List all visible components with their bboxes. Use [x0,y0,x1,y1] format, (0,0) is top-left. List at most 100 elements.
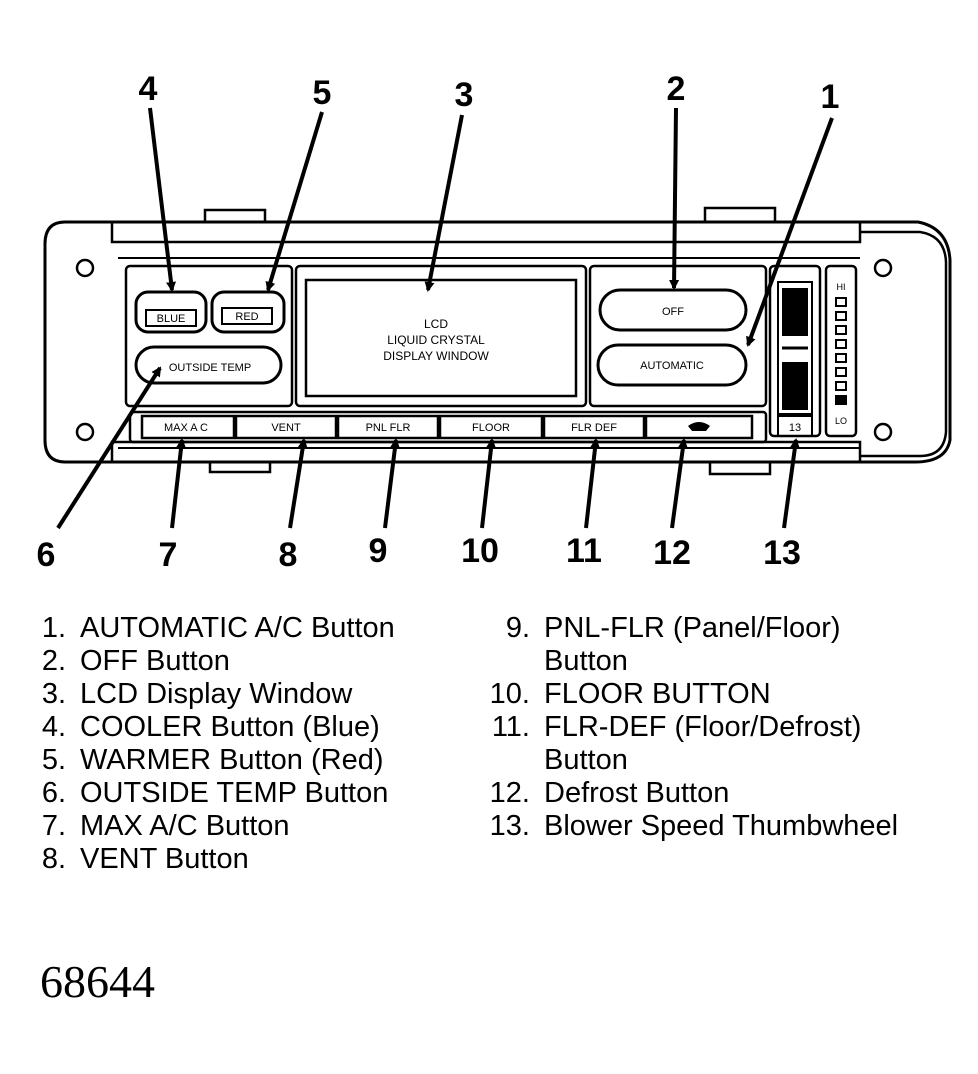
vent-button-label: VENT [271,422,301,434]
mounting-hole [873,422,893,442]
callout-13: 13 [763,534,801,572]
legend-item-2: 2. OFF Button [30,645,230,678]
leader-line-10 [480,438,497,529]
legend-item-1: 1. AUTOMATIC A/C Button [30,612,395,645]
automatic-button-label: AUTOMATIC [640,360,704,372]
flr-def-button-label: FLR DEF [571,422,617,434]
legend-item-12: 12. Defrost Button [482,777,730,810]
leader-line-6 [56,366,162,530]
callout-11: 11 [566,532,602,570]
legend-text: OUTSIDE TEMP Button [80,777,389,809]
defrost-icon [688,422,710,431]
pnl-flr-button-label: PNL FLR [366,422,411,434]
leader-lines [56,107,834,530]
callout-3: 3 [455,76,474,114]
legend-number: 3. [41,678,66,710]
legend-text: OFF Button [80,645,230,677]
callout-numbers: 1 2 3 4 5 6 7 8 9 10 11 12 13 [37,70,840,574]
leader-line-2 [669,107,680,290]
legend-text: PNL-FLR (Panel/Floor) [544,612,841,644]
figure-number: 68644 [40,956,155,1007]
leader-line-11 [584,438,601,529]
legend-item-8: 8. VENT Button [30,843,249,876]
off-button[interactable]: OFF [598,288,748,332]
callout-12: 12 [653,534,691,572]
legend: 1. AUTOMATIC A/C Button 2. OFF Button 3.… [0,612,978,902]
red-button[interactable]: RED [210,290,286,334]
callout-10: 10 [461,532,499,570]
callout-7: 7 [159,536,178,574]
thumbwheel-label: 13 [789,422,801,434]
legend-item-5: 5. WARMER Button (Red) [30,744,384,777]
legend-text: Blower Speed Thumbwheel [544,810,899,842]
control-panel-housing [43,206,952,476]
vent-button[interactable]: VENT [234,414,338,440]
legend-item-4: 4. COOLER Button (Blue) [30,711,380,744]
left-button-bezel [124,264,294,408]
max-ac-button[interactable]: MAX A C [140,414,236,440]
lcd-display-window: LCD LIQUID CRYSTAL DISPLAY WINDOW [304,278,578,398]
floor-button-label: FLOOR [472,422,510,434]
pnl-flr-button[interactable]: PNL FLR [336,414,440,440]
mode-button-row [128,410,768,444]
legend-number: 13. [489,810,530,842]
legend-text: MAX A/C Button [80,810,290,842]
legend-item-3: 3. LCD Display Window [30,678,353,711]
legend-item-6: 6. OUTSIDE TEMP Button [30,777,389,810]
legend-item-9: 9. PNL-FLR (Panel/Floor) [482,612,841,645]
automatic-button[interactable]: AUTOMATIC [596,343,748,387]
legend-text: FLOOR BUTTON [544,678,771,710]
blue-button-label: BLUE [157,313,186,325]
lcd-line-1: LCD [424,317,448,331]
callout-6: 6 [37,536,56,574]
legend-text: Defrost Button [544,777,730,809]
legend-number: 5. [41,744,66,776]
floor-button[interactable]: FLOOR [438,414,544,440]
defrost-button[interactable] [644,414,754,440]
leader-line-1 [746,117,834,347]
outside-temp-button[interactable]: OUTSIDE TEMP [134,345,283,385]
legend-number: 8. [41,843,66,875]
legend-item-11: 11. FLR-DEF (Floor/Defrost) [482,711,862,744]
mounting-hole [873,258,893,278]
legend-number: 7. [41,810,66,842]
legend-text-continued: Button [544,744,628,776]
legend-text: AUTOMATIC A/C Button [80,612,395,644]
legend-item-13: 13. Blower Speed Thumbwheel [482,810,898,843]
legend-number: 10. [489,678,530,710]
fan-speed-scale: HI LO [835,282,847,426]
temperature-scale [824,264,858,438]
legend-text-continued: Button [544,645,628,677]
climate-control-diagram: BLUE RED OUTSIDE TEMP LCD LIQUID CRYSTAL… [37,70,952,574]
lcd-line-3: DISPLAY WINDOW [383,349,489,363]
outside-temp-button-label: OUTSIDE TEMP [169,362,251,374]
scale-lo-label: LO [835,416,847,426]
callout-4: 4 [139,70,158,108]
blower-speed-thumbwheel[interactable]: 13 [777,281,813,437]
leader-line-5 [265,111,324,292]
legend-text: FLR-DEF (Floor/Defrost) [544,711,862,743]
legend-number: 1. [41,612,66,644]
callout-9: 9 [369,532,388,570]
lcd-line-2: LIQUID CRYSTAL [387,333,485,347]
legend-item-7: 7. MAX A/C Button [30,810,290,843]
callout-5: 5 [313,74,332,112]
leader-line-8 [288,438,308,529]
legend-number: 6. [41,777,66,809]
leader-line-13 [782,438,800,529]
leader-line-3 [424,114,464,292]
max-ac-button-label: MAX A C [164,422,208,434]
mounting-hole [75,258,95,278]
legend-number: 12. [489,777,530,809]
legend-number: 2. [41,645,66,677]
leader-line-9 [383,438,400,529]
flr-def-button[interactable]: FLR DEF [542,414,646,440]
legend-text: COOLER Button (Blue) [80,711,380,743]
legend-number: 9. [505,612,530,644]
leader-line-12 [670,438,688,529]
callout-2: 2 [667,70,686,108]
legend-text: WARMER Button (Red) [80,744,384,776]
mounting-hole [75,422,95,442]
blue-button[interactable]: BLUE [134,290,208,334]
legend-number: 4. [41,711,66,743]
